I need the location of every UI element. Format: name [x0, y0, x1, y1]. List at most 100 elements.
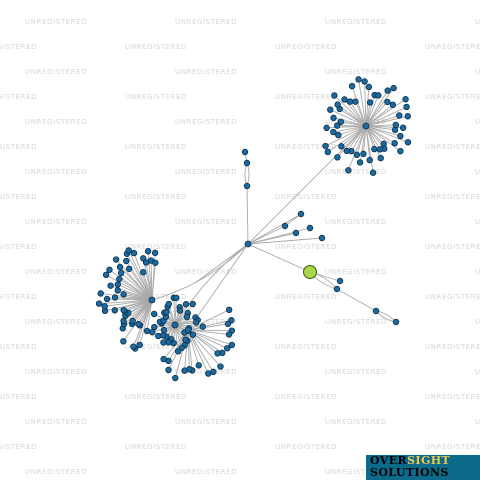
leaf-node	[228, 341, 236, 349]
edge	[244, 162, 248, 187]
edge	[126, 253, 153, 301]
watermark-text: UNREGISTERED	[325, 18, 387, 26]
leaf-node	[151, 323, 158, 331]
leaf-node	[322, 142, 329, 150]
watermark-text: UNREGISTERED	[0, 443, 37, 451]
leaf-node	[396, 112, 403, 119]
leaf-node	[348, 82, 356, 90]
edge	[154, 324, 176, 328]
leaf-node	[360, 150, 367, 158]
watermark-text: UNREGISTERED	[325, 318, 387, 326]
cluster-hub-node	[148, 296, 156, 304]
leaf-node	[112, 256, 120, 263]
edge	[336, 288, 377, 312]
watermark-text: UNREGISTERED	[25, 468, 87, 476]
watermark-text: UNREGISTERED	[125, 293, 187, 301]
edge	[341, 125, 367, 147]
leaf-node	[371, 145, 378, 153]
watermark-layer: UNREGISTERED UNREGISTERED UNREGISTERED UNRE…	[0, 18, 480, 476]
leaf-node	[366, 99, 374, 106]
edge	[194, 243, 249, 284]
watermark-text: UNREGISTERED	[125, 193, 187, 201]
edge	[338, 125, 367, 136]
edge	[174, 243, 249, 326]
watermark-text: UNREGISTERED	[175, 118, 237, 126]
edge	[365, 125, 401, 137]
watermark-text: UNREGISTERED	[475, 168, 480, 176]
edge	[105, 274, 153, 301]
watermark-text: UNREGISTERED	[425, 393, 480, 401]
edge	[333, 117, 367, 127]
leaf-node	[346, 98, 354, 105]
watermark-text: UNREGISTERED	[125, 143, 187, 151]
edge	[145, 262, 153, 301]
watermark-text: UNREGISTERED	[275, 243, 337, 251]
leaf-node	[111, 294, 119, 301]
watermark-text: UNREGISTERED	[125, 43, 187, 51]
leaf-node	[306, 224, 314, 232]
leaf-node	[136, 341, 143, 349]
edge	[325, 125, 367, 147]
leaf-node	[173, 294, 180, 302]
leaf-node	[176, 307, 184, 314]
leaf-node	[353, 151, 361, 159]
edge	[99, 299, 153, 305]
leaf-node	[366, 156, 373, 164]
edge	[132, 299, 153, 347]
watermark-text: UNREGISTERED	[25, 118, 87, 126]
edge	[284, 213, 302, 227]
leaf-node	[223, 345, 231, 352]
leaf-node	[356, 159, 364, 166]
leaf-node	[372, 307, 380, 315]
watermark-text: UNREGISTERED	[275, 393, 337, 401]
watermark-text: UNREGISTERED	[425, 343, 480, 351]
leaf-node	[160, 339, 167, 346]
edge	[330, 109, 367, 127]
leaf-node	[338, 143, 345, 150]
leaf-node	[333, 285, 341, 293]
watermark-text: UNREGISTERED	[25, 268, 87, 276]
edge	[365, 125, 396, 131]
leaf-node	[155, 332, 162, 340]
watermark-text: UNREGISTERED	[325, 468, 387, 476]
cluster-hub-node	[362, 122, 370, 130]
watermark-text: UNREGISTERED	[0, 393, 37, 401]
watermark-text: UNREGISTERED	[325, 118, 387, 126]
watermark-text: UNREGISTERED	[0, 193, 37, 201]
leaf-node	[172, 374, 179, 382]
edge	[174, 304, 187, 326]
leaf-node	[224, 320, 232, 328]
edge	[100, 293, 153, 301]
leaf-node	[114, 281, 121, 288]
leaf-node	[107, 282, 114, 289]
logo-word-over: OVER	[370, 454, 408, 467]
leaf-node	[365, 83, 373, 91]
edge	[365, 98, 406, 127]
edge	[151, 262, 156, 301]
leaf-node	[404, 139, 412, 146]
watermark-text: UNREGISTERED	[0, 143, 37, 151]
edge	[365, 125, 375, 150]
edge	[365, 125, 395, 144]
leaf-node	[352, 98, 359, 105]
edge	[365, 125, 371, 161]
leaf-node	[337, 118, 345, 126]
edge	[109, 269, 153, 301]
leaf-node	[331, 92, 338, 99]
leaf-node	[123, 257, 130, 265]
leaf-node	[225, 331, 233, 338]
edge	[365, 94, 376, 127]
leaf-node	[120, 317, 127, 325]
watermark-text: UNREGISTERED	[125, 93, 187, 101]
watermark-text: UNREGISTERED	[275, 293, 337, 301]
edge	[365, 90, 389, 127]
leaf-node	[397, 132, 404, 140]
leaf-node	[116, 275, 123, 283]
watermark-text: UNREGISTERED	[475, 118, 480, 126]
watermark-text: UNREGISTERED	[275, 343, 337, 351]
leaf-node	[323, 124, 330, 132]
leaf-node	[243, 182, 251, 190]
watermark-text: UNREGISTERED	[0, 343, 37, 351]
leaf-node	[404, 113, 411, 120]
edge	[365, 101, 388, 127]
